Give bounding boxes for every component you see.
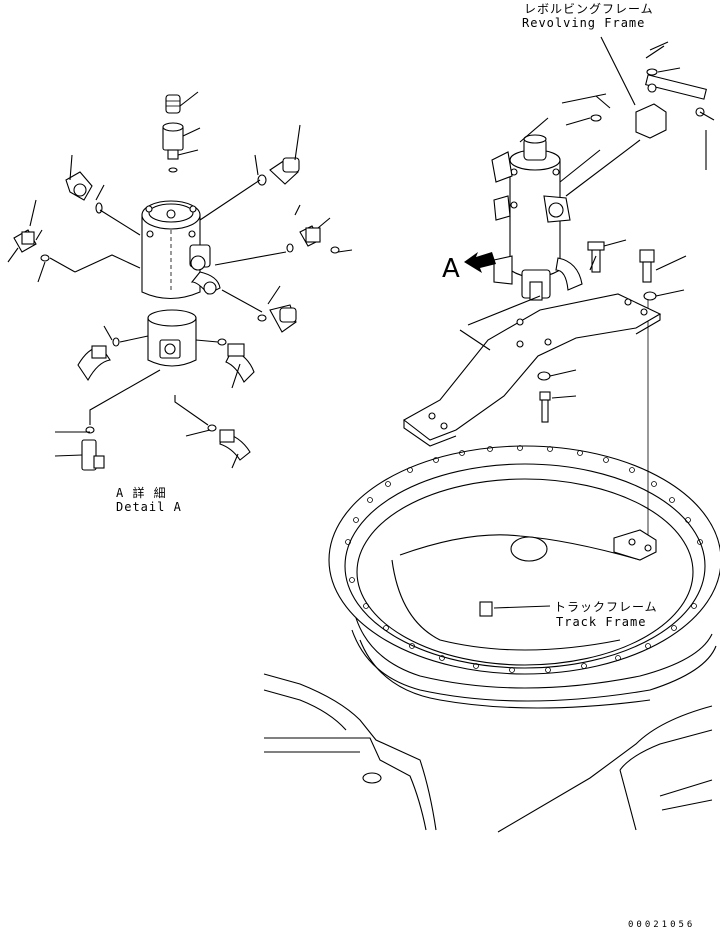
track-frame-ring [328,445,720,709]
ring-bolt-holes [345,445,703,673]
lower-frame [263,673,713,833]
track-frame-jp-label: トラックフレーム [554,600,658,614]
revolving-frame-en-label: Revolving Frame [522,16,646,30]
view-arrow [464,252,496,273]
top-fitting [162,91,201,173]
mounting-plate [403,255,662,447]
swivel-body [141,200,221,367]
detail-a-swivel-joint [7,91,353,471]
track-frame-en-label: Track Frame [556,615,647,629]
mounting-bolts [537,239,687,540]
drawing-code: 00021056 [628,920,696,930]
detail-a-jp-label: A 詳 細 [116,486,167,500]
track-frame-leader [493,605,551,609]
installed-swivel-joint [464,117,601,301]
fittings-around-detail [7,124,353,471]
revolving-frame-bracket [561,36,715,197]
detail-a-en-label: Detail A [116,500,182,514]
view-a-label: A [442,254,460,284]
revolving-frame-jp-label: レボルビングフレーム [524,2,654,16]
